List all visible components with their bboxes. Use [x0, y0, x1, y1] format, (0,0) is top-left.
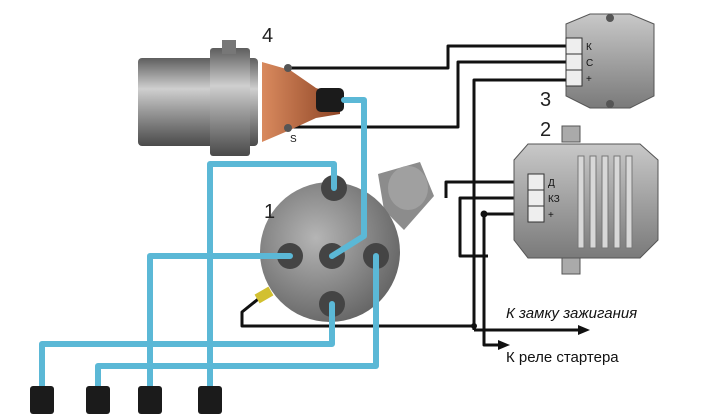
- clamp-bolt: [222, 40, 236, 54]
- coil-terminal-label: S: [290, 134, 297, 145]
- label-component-2: 2: [540, 119, 551, 141]
- wire-coil-bottom-to-c: [290, 60, 568, 129]
- plug-boot: [30, 386, 54, 414]
- coil-terminal-top: [284, 64, 292, 72]
- terminal-plus: [527, 205, 545, 223]
- hv-wire-right-plug: [95, 253, 379, 391]
- wire-to-starter-relay: [482, 330, 498, 347]
- terminal-c: [565, 53, 583, 71]
- voltage-regulator: [513, 125, 659, 275]
- vacuum-diaphragm: [388, 166, 428, 210]
- junction-dot: [480, 210, 488, 218]
- coil-hv-terminal: [316, 88, 344, 112]
- spark-plug-boots: [30, 386, 222, 414]
- plug-boot: [138, 386, 162, 414]
- junction-dot: [471, 323, 477, 329]
- wire-d-regulator: [444, 180, 530, 198]
- arrow-icon: [498, 340, 510, 350]
- ignition-coil: [138, 40, 344, 156]
- hv-wire-bottom-plug: [39, 301, 335, 391]
- caption-ignition-lock: К замку зажигания: [506, 305, 637, 322]
- hv-wire-top-plug: [207, 161, 337, 391]
- switch-unit: [565, 13, 655, 109]
- label-component-4: 4: [262, 25, 273, 47]
- mount-hole: [606, 14, 614, 22]
- mount-tab: [561, 125, 581, 143]
- sensor-connector: [254, 286, 274, 304]
- wire-distributor-sensor: [240, 294, 472, 328]
- caption-starter-relay: К реле стартера: [506, 349, 619, 366]
- label-component-3: 3: [540, 89, 551, 111]
- regulator-body: [513, 143, 659, 259]
- wire-kz-regulator: [458, 196, 530, 258]
- label-component-1: 1: [264, 201, 275, 223]
- wire-plus-unit3: [472, 78, 568, 330]
- distributor: [254, 162, 434, 322]
- terminal-plus: [565, 69, 583, 87]
- plug-boot: [198, 386, 222, 414]
- switch-unit-body: [565, 13, 655, 109]
- regulator-terminal-d-label: Д: [548, 178, 555, 189]
- switch-terminal-c-label: С: [586, 58, 593, 69]
- terminal-kz: [527, 189, 545, 207]
- regulator-terminal-kz-label: КЗ: [548, 194, 560, 205]
- coil-cap: [262, 62, 340, 142]
- terminal-d: [527, 173, 545, 191]
- coil-terminal-bottom: [284, 124, 292, 132]
- mount-tab: [561, 257, 581, 275]
- regulator-terminal-plus-label: +: [548, 210, 554, 221]
- regulator-fins: [577, 155, 633, 249]
- mount-hole: [606, 100, 614, 108]
- wire-coil-top-to-k: [290, 44, 568, 70]
- arrow-icon: [578, 325, 590, 335]
- high-voltage-wires: [39, 97, 379, 391]
- plug-boot: [86, 386, 110, 414]
- switch-terminal-k-label: К: [586, 42, 592, 53]
- switch-terminal-plus-label: +: [586, 74, 592, 85]
- hv-wire-coil-to-center: [329, 97, 367, 259]
- coil-clamp: [210, 48, 250, 156]
- terminal-k: [565, 37, 583, 55]
